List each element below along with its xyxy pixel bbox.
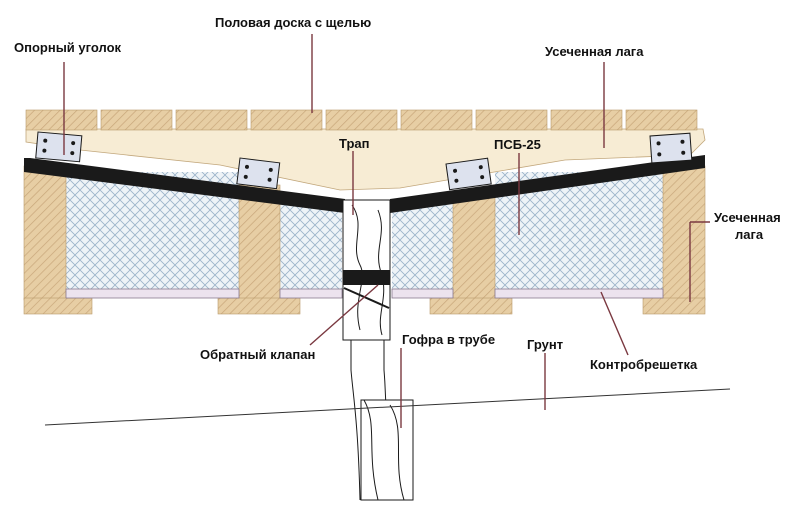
leader-line <box>309 284 379 346</box>
bottom-beam <box>217 297 301 315</box>
leader-line <box>600 291 629 356</box>
label-floor-board: Половая доска с щелью <box>215 15 371 30</box>
floor-trap <box>342 199 391 341</box>
trap-collar <box>343 270 390 285</box>
drain-pipe <box>350 339 414 501</box>
counter-lattice-strip <box>279 288 343 299</box>
pipe-outer-left <box>350 340 361 501</box>
leader-lines <box>63 34 710 428</box>
insulation-block <box>280 200 342 289</box>
support-bracket <box>445 157 492 191</box>
label-check-valve: Обратный клапан <box>200 347 315 362</box>
floor-board <box>625 109 698 131</box>
trap-inner-curve <box>351 204 363 331</box>
counter-lattice <box>65 288 664 299</box>
label-support-corner: Опорный уголок <box>14 40 122 55</box>
floor-board <box>475 109 548 131</box>
joists <box>23 165 706 301</box>
floor-board <box>175 109 248 131</box>
floor-boards <box>25 109 698 131</box>
joist-post <box>23 165 67 301</box>
floor-board <box>250 109 323 131</box>
floor-board <box>25 109 98 131</box>
bottom-beam <box>23 297 93 315</box>
ground-line <box>44 388 731 426</box>
bottom-beam <box>429 297 513 315</box>
label-truncated-joist-top: Усеченная лага <box>545 44 644 59</box>
membrane-right <box>390 155 705 213</box>
membrane-left <box>24 158 345 213</box>
support-bracket <box>35 131 83 163</box>
label-counter-lattice: Контробрешетка <box>590 357 698 372</box>
floor-board <box>325 109 398 131</box>
support-brackets <box>35 131 693 191</box>
insulation-block <box>392 200 453 289</box>
floor-board <box>550 109 623 131</box>
label-ground: Грунт <box>527 337 563 352</box>
membrane <box>24 155 705 213</box>
joist-post <box>238 184 281 301</box>
counter-lattice-strip <box>391 288 454 299</box>
bottom-beam <box>642 297 706 315</box>
joist-post <box>662 165 706 301</box>
sleeve-pipe <box>360 399 414 501</box>
counter-lattice-strip <box>494 288 664 299</box>
label-truncated-joist-right-2: лага <box>735 227 764 242</box>
label-psb: ПСБ-25 <box>494 137 541 152</box>
support-bracket <box>236 157 281 190</box>
label-trap: Трап <box>339 136 369 151</box>
corrugation-line-2 <box>389 404 405 501</box>
label-truncated-joist-right-1: Усеченная <box>714 210 781 225</box>
joist-post <box>452 194 496 301</box>
label-corrugation: Гофра в трубе <box>402 332 495 347</box>
check-valve-flap <box>343 287 390 309</box>
floor-board <box>400 109 473 131</box>
support-bracket <box>649 132 693 164</box>
floor-board <box>100 109 173 131</box>
counter-lattice-strip <box>65 288 240 299</box>
